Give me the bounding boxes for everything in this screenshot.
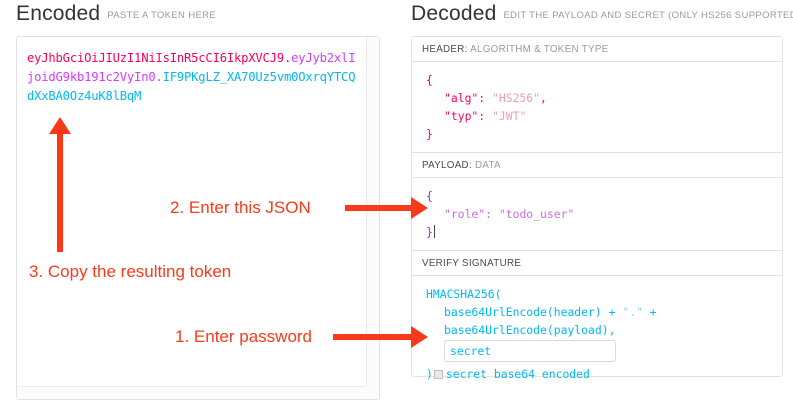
code-line: { <box>426 71 772 89</box>
hmac-last-line: ) secret base64 encoded <box>426 365 772 383</box>
encoded-title: Encoded <box>16 2 101 25</box>
hmac-dot-literal: "." <box>622 305 643 319</box>
encoded-vertical-scrollbar[interactable] <box>366 37 379 386</box>
token-signature-segment: IF9PKgLZ_XA70Uz5vm0OxrqYTCQdXxBA0Oz4uK8l… <box>27 70 356 103</box>
token-header-segment: eyJhbGciOiJIUzI1NiIsInR5cCI6IkpXVCJ9 <box>27 51 284 65</box>
encoded-token-text[interactable]: eyJhbGciOiJIUzI1NiIsInR5cCI6IkpXVCJ9.eyJ… <box>27 49 357 106</box>
base64-encoded-label: secret base64 encoded <box>445 367 590 381</box>
code-token: { <box>426 189 433 203</box>
code-token: "HS256" <box>492 91 541 105</box>
hmac-line-2c: + <box>642 305 657 319</box>
annotation-step3-arrow-head <box>49 117 71 134</box>
code-line: } <box>426 125 772 143</box>
annotation-step3-arrow-shaft <box>57 132 63 252</box>
code-line: { <box>426 187 772 205</box>
annotation-step1-text: 1. Enter password <box>175 327 313 346</box>
code-token: , <box>540 91 547 105</box>
scrollbar-corner <box>366 386 379 399</box>
payload-section-label: PAYLOAD: DATA <box>412 153 782 178</box>
hmac-line-2a: base64UrlEncode(header) + <box>444 305 623 319</box>
signature-editor: HMACSHA256( base64UrlEncode(header) + ".… <box>412 276 782 392</box>
token-separator-1: . <box>283 51 292 65</box>
code-token: } <box>426 225 433 239</box>
header-label-value: ALGORITHM & TOKEN TYPE <box>470 44 609 55</box>
hmac-line-3: base64UrlEncode(payload), <box>444 323 616 337</box>
code-token: } <box>426 127 433 141</box>
annotation-step2-arrow-shaft <box>345 205 413 211</box>
token-payload-segment: eyJyb2xlIjoidG9kb191c2VyIn0 <box>27 51 356 84</box>
encoded-horizontal-scrollbar[interactable] <box>17 386 366 399</box>
secret-input[interactable] <box>444 340 616 362</box>
decoded-heading: Decoded EDIT THE PAYLOAD AND SECRET (ONLY… <box>411 2 793 26</box>
payload-label-key: PAYLOAD: <box>422 160 472 171</box>
base64-encoded-checkbox[interactable] <box>433 370 443 379</box>
encoded-subtitle: PASTE A TOKEN HERE <box>107 10 217 21</box>
decoded-title: Decoded <box>411 2 497 25</box>
code-line: "alg": "HS256", <box>426 89 772 107</box>
code-line: "role": "todo_user" <box>426 205 772 223</box>
code-token: : <box>478 91 493 105</box>
header-section-label: HEADER: ALGORITHM & TOKEN TYPE <box>412 37 782 62</box>
code-token: : <box>485 207 499 221</box>
hmac-close-paren: ) <box>426 367 433 381</box>
decoded-panel: HEADER: ALGORITHM & TOKEN TYPE { "alg": "… <box>411 36 783 381</box>
code-token: "alg" <box>444 91 479 105</box>
header-label-key: HEADER: <box>422 44 468 55</box>
hmac-line-1: HMACSHA256( <box>426 287 502 301</box>
code-token: "typ" <box>444 109 479 123</box>
header-json-editor[interactable]: {"alg": "HS256","typ": "JWT"} <box>412 62 782 153</box>
annotation-step2-text: 2. Enter this JSON <box>170 198 311 217</box>
code-line: "typ": "JWT" <box>426 107 772 125</box>
code-token: "todo_user" <box>498 207 575 221</box>
payload-json-editor[interactable]: { "role": "todo_user"} <box>412 178 782 251</box>
code-token: { <box>426 73 433 87</box>
annotation-step1-arrow-head <box>411 326 428 348</box>
code-token: "JWT" <box>492 109 527 123</box>
code-line: } <box>426 223 772 241</box>
signature-label-key: VERIFY SIGNATURE <box>422 258 522 269</box>
decoded-subtitle: EDIT THE PAYLOAD AND SECRET (ONLY HS256 … <box>503 10 793 21</box>
encoded-token-panel[interactable]: eyJhbGciOiJIUzI1NiIsInR5cCI6IkpXVCJ9.eyJ… <box>16 36 380 400</box>
code-token: "role" <box>444 207 486 221</box>
signature-section-label: VERIFY SIGNATURE <box>412 251 782 276</box>
encoded-heading: Encoded PASTE A TOKEN HERE <box>16 2 216 26</box>
code-token: : <box>478 109 493 123</box>
annotation-step1-arrow-shaft <box>333 334 413 340</box>
annotation-step2-arrow-head <box>411 197 428 219</box>
token-separator-2: . <box>155 70 163 84</box>
hmac-line-2: base64UrlEncode(header) + "." + <box>426 303 772 321</box>
text-cursor <box>433 225 435 238</box>
annotation-step3-text: 3. Copy the resulting token <box>29 262 232 281</box>
payload-label-value: DATA <box>474 160 501 171</box>
